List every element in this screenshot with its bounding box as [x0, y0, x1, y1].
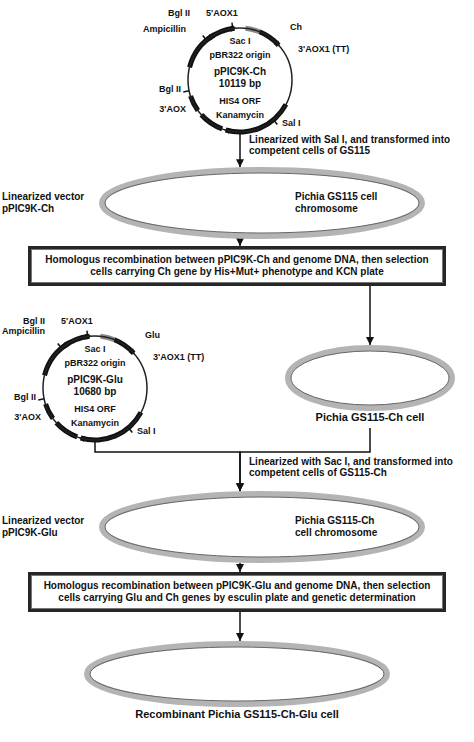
feature-label: 5'AOX1	[61, 316, 93, 327]
node-text: Linearized vector pPIC9K-Ch	[2, 191, 96, 215]
restriction-site	[273, 120, 277, 125]
cell-ellipse: Pichia GS115-Ch cell	[288, 348, 452, 428]
feature-label: 3'AOX	[159, 104, 186, 115]
feature-label: HIS4 ORF	[74, 404, 116, 415]
cell-outline	[87, 644, 387, 704]
restriction-site	[38, 399, 44, 400]
flow-arrow	[239, 239, 241, 246]
step-label: Linearized with Sac I, and transformed i…	[248, 456, 472, 478]
feature-label: 3'AOX	[14, 412, 41, 423]
feature-label: Kanamycin	[71, 418, 119, 429]
node-text: Pichia GS115 cell chromosome	[295, 191, 389, 215]
flow-arrow	[239, 133, 241, 167]
cell-outline	[288, 348, 452, 408]
restriction-site	[203, 36, 207, 41]
flow-arrow	[95, 441, 240, 491]
restriction-site	[58, 344, 62, 349]
feature-label: Sal I	[137, 426, 156, 437]
cell-outline	[102, 170, 422, 236]
flow-arrow	[239, 612, 241, 641]
feature-label: Bgl II	[23, 316, 45, 327]
node-text: 10680 bp	[74, 386, 117, 398]
process-box: Homologus recombination between pPIC9K-G…	[28, 572, 446, 612]
flow-arrow	[369, 286, 371, 345]
process-box: Homologus recombination between pPIC9K-C…	[28, 246, 446, 286]
node-text: pPIC9K-Glu	[67, 374, 123, 386]
node-text: Pichia GS115-Ch cell chromosome	[295, 515, 389, 539]
feature-label: pBR322 origin	[209, 50, 270, 61]
feature-label: Sal I	[282, 118, 301, 129]
cell-ellipse: Linearized vector pPIC9K-ChPichia GS115 …	[102, 170, 422, 236]
process-text: Homologus recombination between pPIC9K-C…	[39, 254, 435, 278]
cell-ellipse: Linearized vector pPIC9K-GluPichia GS115…	[102, 494, 422, 560]
feature-label: Bgl II	[168, 8, 190, 19]
feature-label: Ch	[290, 22, 302, 33]
restriction-site	[128, 428, 132, 433]
feature-label: Ampicillin	[2, 326, 45, 337]
restriction-site	[183, 91, 189, 92]
feature-label: Bgl II	[159, 84, 181, 95]
feature-label: 5'AOX1	[206, 8, 238, 19]
feature-label: Sac I	[229, 36, 250, 47]
flow-arrow	[239, 563, 241, 572]
feature-label: Bgl II	[14, 392, 36, 403]
node-text: pPIC9K-Ch	[214, 66, 266, 78]
feature-label: 3'AOX1 (TT)	[298, 44, 349, 55]
node-text: Linearized vector pPIC9K-Glu	[2, 515, 96, 539]
feature-label: Sac I	[84, 344, 105, 355]
node-text: 10119 bp	[219, 78, 261, 90]
feature-label: Glu	[145, 330, 160, 341]
cell-ellipse: Recombinant Pichia GS115-Ch-Glu cell	[87, 644, 387, 726]
node-text: Recombinant Pichia GS115-Ch-Glu cell	[135, 708, 339, 721]
process-text: Homologus recombination between pPIC9K-G…	[39, 580, 435, 604]
node-text: Pichia GS115-Ch cell	[316, 411, 425, 424]
feature-label: Ampicillin	[143, 24, 186, 35]
feature-label: HIS4 ORF	[219, 96, 261, 107]
feature-label: 3'AOX1 (TT)	[153, 352, 204, 363]
feature-label: pBR322 origin	[64, 358, 125, 369]
step-label: Linearized with Sal I, and transformed i…	[248, 134, 472, 156]
feature-label: Kanamycin	[216, 110, 264, 121]
